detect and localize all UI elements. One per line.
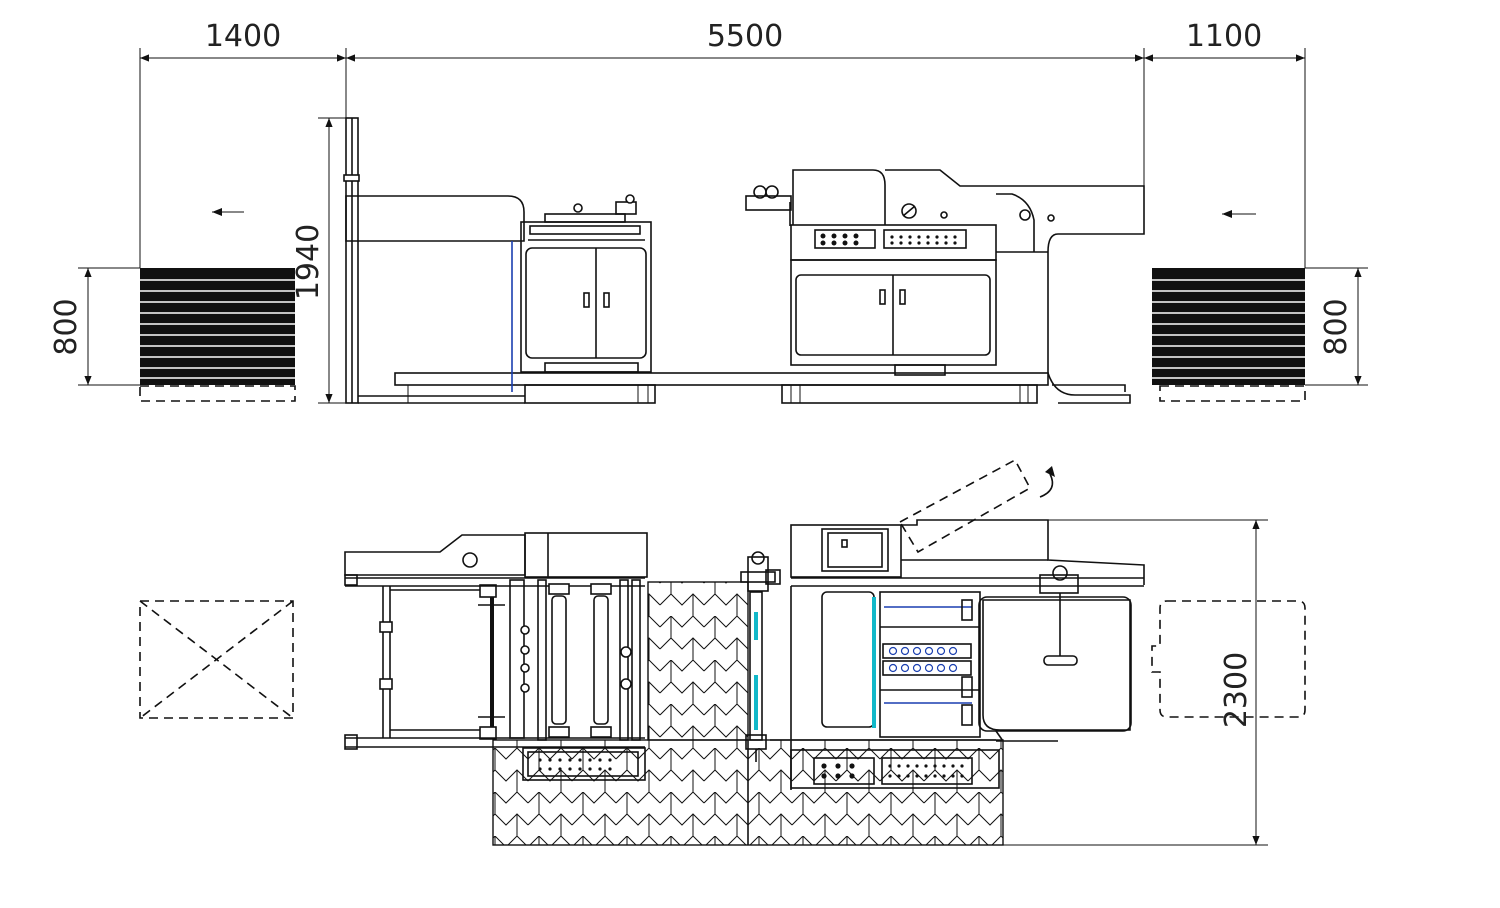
rotate-arrow-icon [1039,466,1055,498]
main-machine-plan [790,458,1145,790]
dim-left-pallet-width: 1400 [205,19,281,54]
right-stack-height-dim [1305,267,1368,386]
left-stack-height-dim [78,267,140,386]
dim-machine-width: 2300 [1219,652,1254,728]
right-paper-stack [1152,268,1306,402]
feeder-column [343,117,525,404]
left-pallet-outline [139,600,294,719]
plan-view: 2300 [139,458,1306,846]
feeder-frame-plan [344,532,648,781]
left-paper-stack [139,268,296,402]
right-pallet-outline [1151,600,1306,718]
transfer-unit-plan [740,551,790,762]
right-flow-arrow-icon [1222,210,1256,218]
dim-right-stack-height: 800 [1319,298,1354,355]
left-flow-arrow-icon [212,208,244,216]
machine-height-dim [318,117,346,404]
main-machine [745,169,1145,404]
machine-width-dim [1048,519,1268,845]
side-view: 800 1940 [49,117,1368,404]
dim-left-stack-height: 800 [49,298,84,355]
feeder-cabinet [520,194,656,404]
dim-machine-height: 1940 [291,224,326,300]
base-rail [358,372,1049,404]
dim-right-pallet-width: 1100 [1186,19,1262,54]
top-dimension-lines [139,48,1306,268]
dim-machine-length: 5500 [707,19,783,54]
